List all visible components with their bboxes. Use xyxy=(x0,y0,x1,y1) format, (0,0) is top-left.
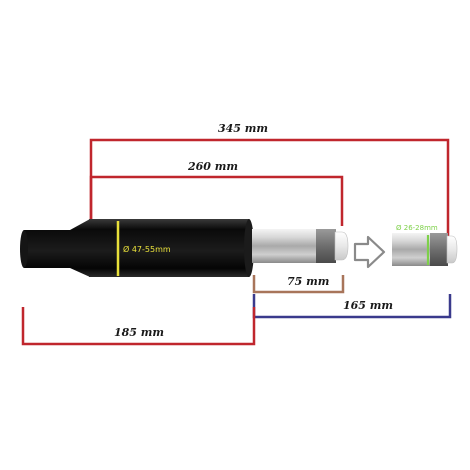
piston-detail-rod xyxy=(392,233,432,266)
lower-body-label: 185 mm xyxy=(114,326,164,339)
piston-detail: Ø 26-28mm xyxy=(392,224,458,266)
body-length-dimension-line xyxy=(89,175,344,226)
lower-tube xyxy=(24,219,90,277)
piston-ring xyxy=(316,229,336,263)
main-body-end xyxy=(244,219,254,277)
body-diameter-label: Ø 47-55mm xyxy=(123,244,171,254)
overall-length-label: 345 mm xyxy=(218,122,268,135)
lower-tube-end xyxy=(20,230,28,268)
piston-length-label: 165 mm xyxy=(343,299,393,312)
piston-detail-ring xyxy=(430,233,448,266)
piston-exposed-label: 75 mm xyxy=(287,275,329,288)
gas-lift-cylinder: Ø 47-55mm xyxy=(20,219,349,277)
piston-rod xyxy=(252,229,318,263)
piston-cap xyxy=(334,231,349,261)
right-outline-arrow-icon xyxy=(353,235,386,269)
piston-exposed-dimension-line xyxy=(252,275,345,294)
piston-detail-cap xyxy=(446,235,458,264)
lower-body-dimension-line xyxy=(21,307,256,346)
main-body xyxy=(89,219,249,277)
piston-diameter-label: Ø 26-28mm xyxy=(396,224,438,232)
body-length-label: 260 mm xyxy=(187,160,238,173)
piston-length-dimension-line xyxy=(252,294,452,319)
